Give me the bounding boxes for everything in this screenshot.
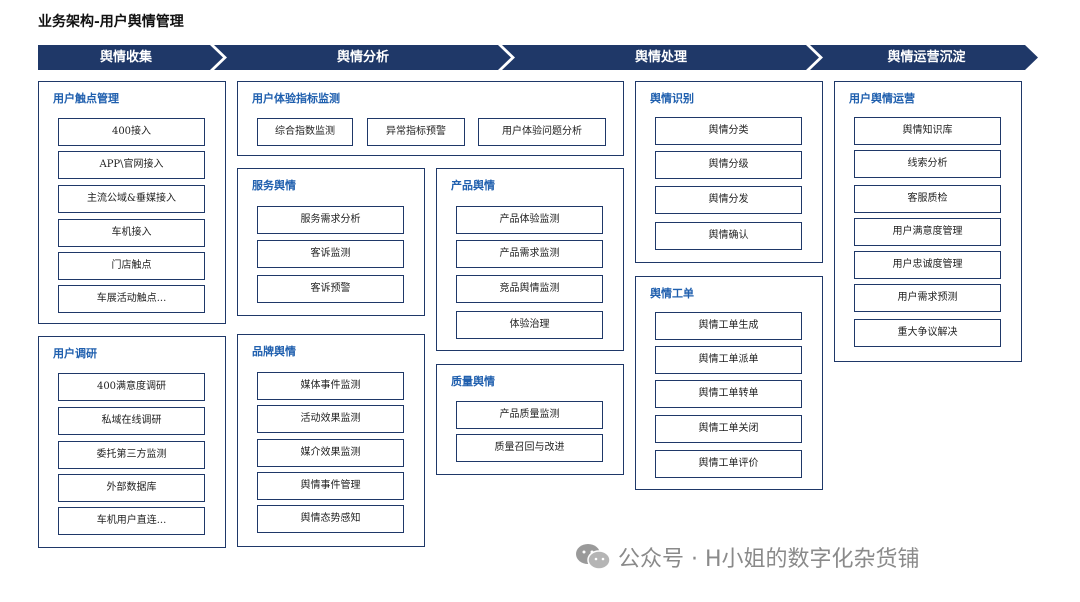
panel-touchpoint: 用户触点管理 400接入 APP\官网接入 主流公域&垂媒接入 车机接入 门店触… (38, 81, 226, 324)
item-knowledge-base: 舆情知识库 (854, 117, 1001, 145)
item-complaint-monitor: 客诉监测 (257, 240, 404, 268)
item-media-event: 媒体事件监测 (257, 372, 404, 400)
panel-experience: 用户体验指标监测 综合指数监测 异常指标预警 用户体验问题分析 (237, 81, 624, 156)
item-product-experience: 产品体验监测 (456, 206, 603, 234)
panel-brand: 品牌舆情 媒体事件监测 活动效果监测 媒介效果监测 舆情事件管理 舆情态势感知 (237, 334, 425, 547)
item-app-access: APP\官网接入 (58, 151, 205, 179)
item-store-touchpoint: 门店触点 (58, 252, 205, 280)
item-external-db: 外部数据库 (58, 474, 205, 502)
item-ticket-create: 舆情工单生成 (655, 312, 802, 340)
phase-chevrons (38, 45, 1038, 70)
panel-title: 舆情工单 (650, 287, 694, 300)
phase-operation: 舆情运营沉淀 (887, 50, 966, 65)
item-distribute: 舆情分发 (655, 186, 802, 214)
phase-handling: 舆情处理 (634, 50, 687, 65)
item-ticket-rating: 舆情工单评价 (655, 450, 802, 478)
item-media-effect: 媒介效果监测 (257, 439, 404, 467)
panel-title: 服务舆情 (252, 179, 296, 192)
item-vehicle-access: 车机接入 (58, 219, 205, 247)
item-vehicle-direct: 车机用户直连... (58, 507, 205, 535)
item-anomaly-alert: 异常指标预警 (367, 118, 465, 146)
phase-chevron-collect (38, 45, 223, 70)
item-incident-manage: 舆情事件管理 (257, 472, 404, 500)
item-product-demand: 产品需求监测 (456, 240, 603, 268)
panel-survey: 用户调研 400满意度调研 私域在线调研 委托第三方监测 外部数据库 车机用户直… (38, 336, 226, 548)
phase-chevron-analysis (214, 45, 511, 70)
item-event-touchpoint: 车展活动触点... (58, 285, 205, 313)
item-400-access: 400接入 (58, 118, 205, 146)
watermark-text: 公众号 · H小姐的数字化杂货铺 (618, 547, 920, 572)
item-classify: 舆情分类 (655, 117, 802, 145)
item-experience-governance: 体验治理 (456, 311, 603, 339)
item-dispute-resolve: 重大争议解决 (854, 319, 1001, 347)
item-complaint-alert: 客诉预警 (257, 275, 404, 303)
wechat-icon (576, 544, 611, 570)
panel-service: 服务舆情 服务需求分析 客诉监测 客诉预警 (237, 168, 425, 316)
item-experience-issue: 用户体验问题分析 (478, 118, 606, 146)
item-quality-monitor: 产品质量监测 (456, 401, 603, 429)
phase-bar: 舆情收集 舆情分析 舆情处理 舆情运营沉淀 (38, 45, 1038, 70)
item-qa-check: 客服质检 (854, 185, 1001, 213)
panel-title: 品牌舆情 (252, 345, 296, 358)
panel-title: 质量舆情 (451, 375, 495, 388)
item-third-party: 委托第三方监测 (58, 441, 205, 469)
item-campaign-effect: 活动效果监测 (257, 405, 404, 433)
item-competitor: 竞品舆情监测 (456, 275, 603, 303)
panel-title: 产品舆情 (451, 179, 495, 192)
item-lead-analysis: 线索分析 (854, 150, 1001, 178)
panel-title: 用户触点管理 (53, 92, 119, 105)
phase-chevron-operation (810, 45, 1038, 70)
item-confirm: 舆情确认 (655, 222, 802, 250)
phase-chevron-handling (502, 45, 819, 70)
item-service-demand: 服务需求分析 (257, 206, 404, 234)
item-ticket-dispatch: 舆情工单派单 (655, 346, 802, 374)
item-ticket-transfer: 舆情工单转单 (655, 380, 802, 408)
item-satisfaction: 用户满意度管理 (854, 218, 1001, 246)
phase-analysis: 舆情分析 (336, 50, 389, 65)
item-400-survey: 400满意度调研 (58, 373, 205, 401)
item-grade: 舆情分级 (655, 151, 802, 179)
item-private-survey: 私域在线调研 (58, 407, 205, 435)
panel-title: 用户舆情运营 (849, 92, 915, 105)
item-loyalty: 用户忠诚度管理 (854, 251, 1001, 279)
panel-quality: 质量舆情 产品质量监测 质量召回与改进 (436, 364, 624, 475)
panel-title: 用户调研 (53, 347, 97, 360)
panel-title: 用户体验指标监测 (252, 92, 340, 105)
panel-title: 舆情识别 (650, 92, 694, 105)
item-demand-forecast: 用户需求预测 (854, 284, 1001, 312)
item-media-access: 主流公域&垂媒接入 (58, 185, 205, 213)
panel-operation: 用户舆情运营 舆情知识库 线索分析 客服质检 用户满意度管理 用户忠诚度管理 用… (834, 81, 1022, 362)
watermark: 公众号 · H小姐的数字化杂货铺 (574, 540, 920, 574)
item-recall-improve: 质量召回与改进 (456, 434, 603, 462)
item-ticket-close: 舆情工单关闭 (655, 415, 802, 443)
item-composite-index: 综合指数监测 (257, 118, 353, 146)
item-situation-aware: 舆情态势感知 (257, 505, 404, 533)
phase-collect: 舆情收集 (99, 50, 152, 65)
page-title: 业务架构-用户舆情管理 (38, 14, 184, 30)
panel-ticket: 舆情工单 舆情工单生成 舆情工单派单 舆情工单转单 舆情工单关闭 舆情工单评价 (635, 276, 823, 490)
panel-identify: 舆情识别 舆情分类 舆情分级 舆情分发 舆情确认 (635, 81, 823, 263)
panel-product: 产品舆情 产品体验监测 产品需求监测 竞品舆情监测 体验治理 (436, 168, 624, 351)
